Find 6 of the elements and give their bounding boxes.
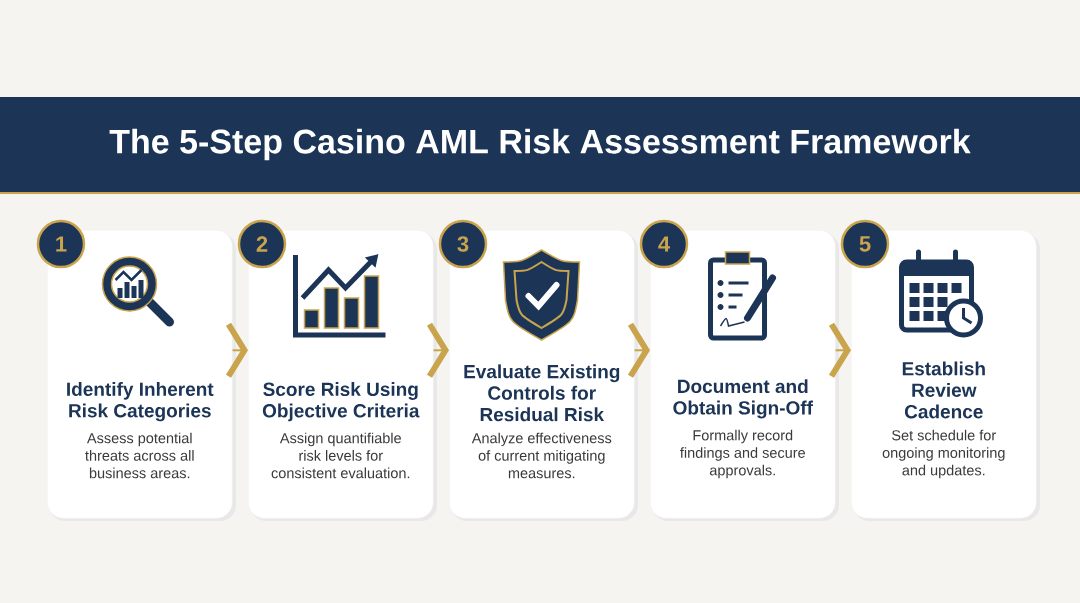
step-number-badge: 2 [237,219,287,269]
step-number-badge: 1 [36,219,86,269]
step-number-badge: 5 [840,219,890,269]
step-number-badge: 4 [639,219,689,269]
title-banner: The 5-Step Casino AML Risk Assessment Framework [0,97,1080,192]
step-number-badge: 3 [438,219,488,269]
